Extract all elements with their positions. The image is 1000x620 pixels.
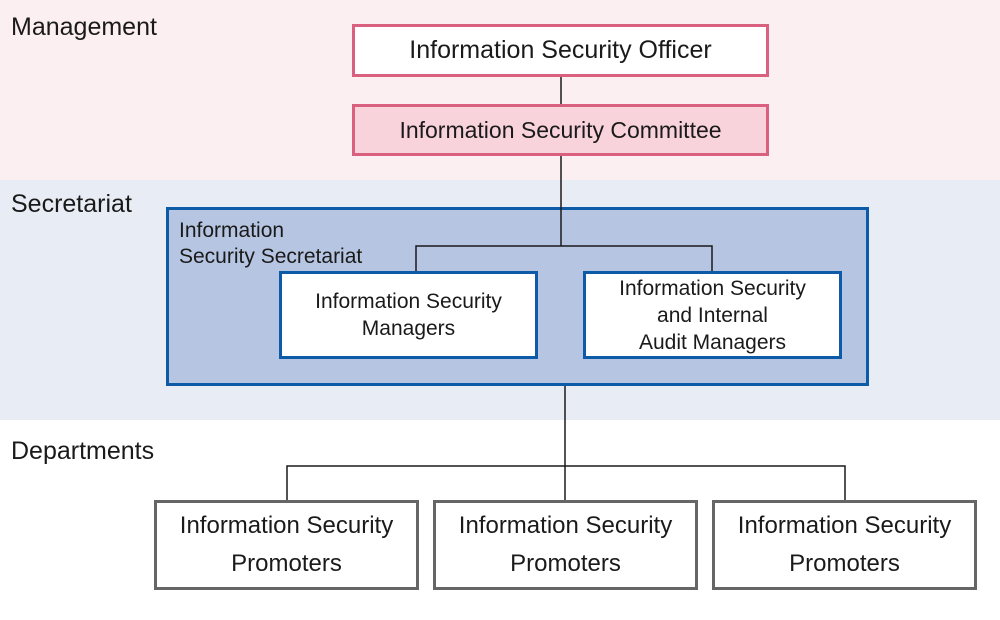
departments-branch-connector [286,465,846,500]
promoters-box: Information Security Promoters [154,500,419,590]
information-security-officer-box: Information Security Officer [352,24,769,77]
secretariat-title: Information Security Secretariat [179,219,363,268]
management-band-label: Management [11,13,157,41]
information-security-managers-box: Information Security Managers [279,271,538,359]
secretariat-band-label: Secretariat [11,190,132,218]
information-security-committee-box: Information Security Committee [352,104,769,156]
audit-managers-box: Information Security and Internal Audit … [583,271,842,359]
secretariat-branch-connector [415,245,713,271]
promoters-box: Information Security Promoters [712,500,977,590]
promoters-box: Information Security Promoters [433,500,698,590]
departments-band-label: Departments [11,437,155,465]
